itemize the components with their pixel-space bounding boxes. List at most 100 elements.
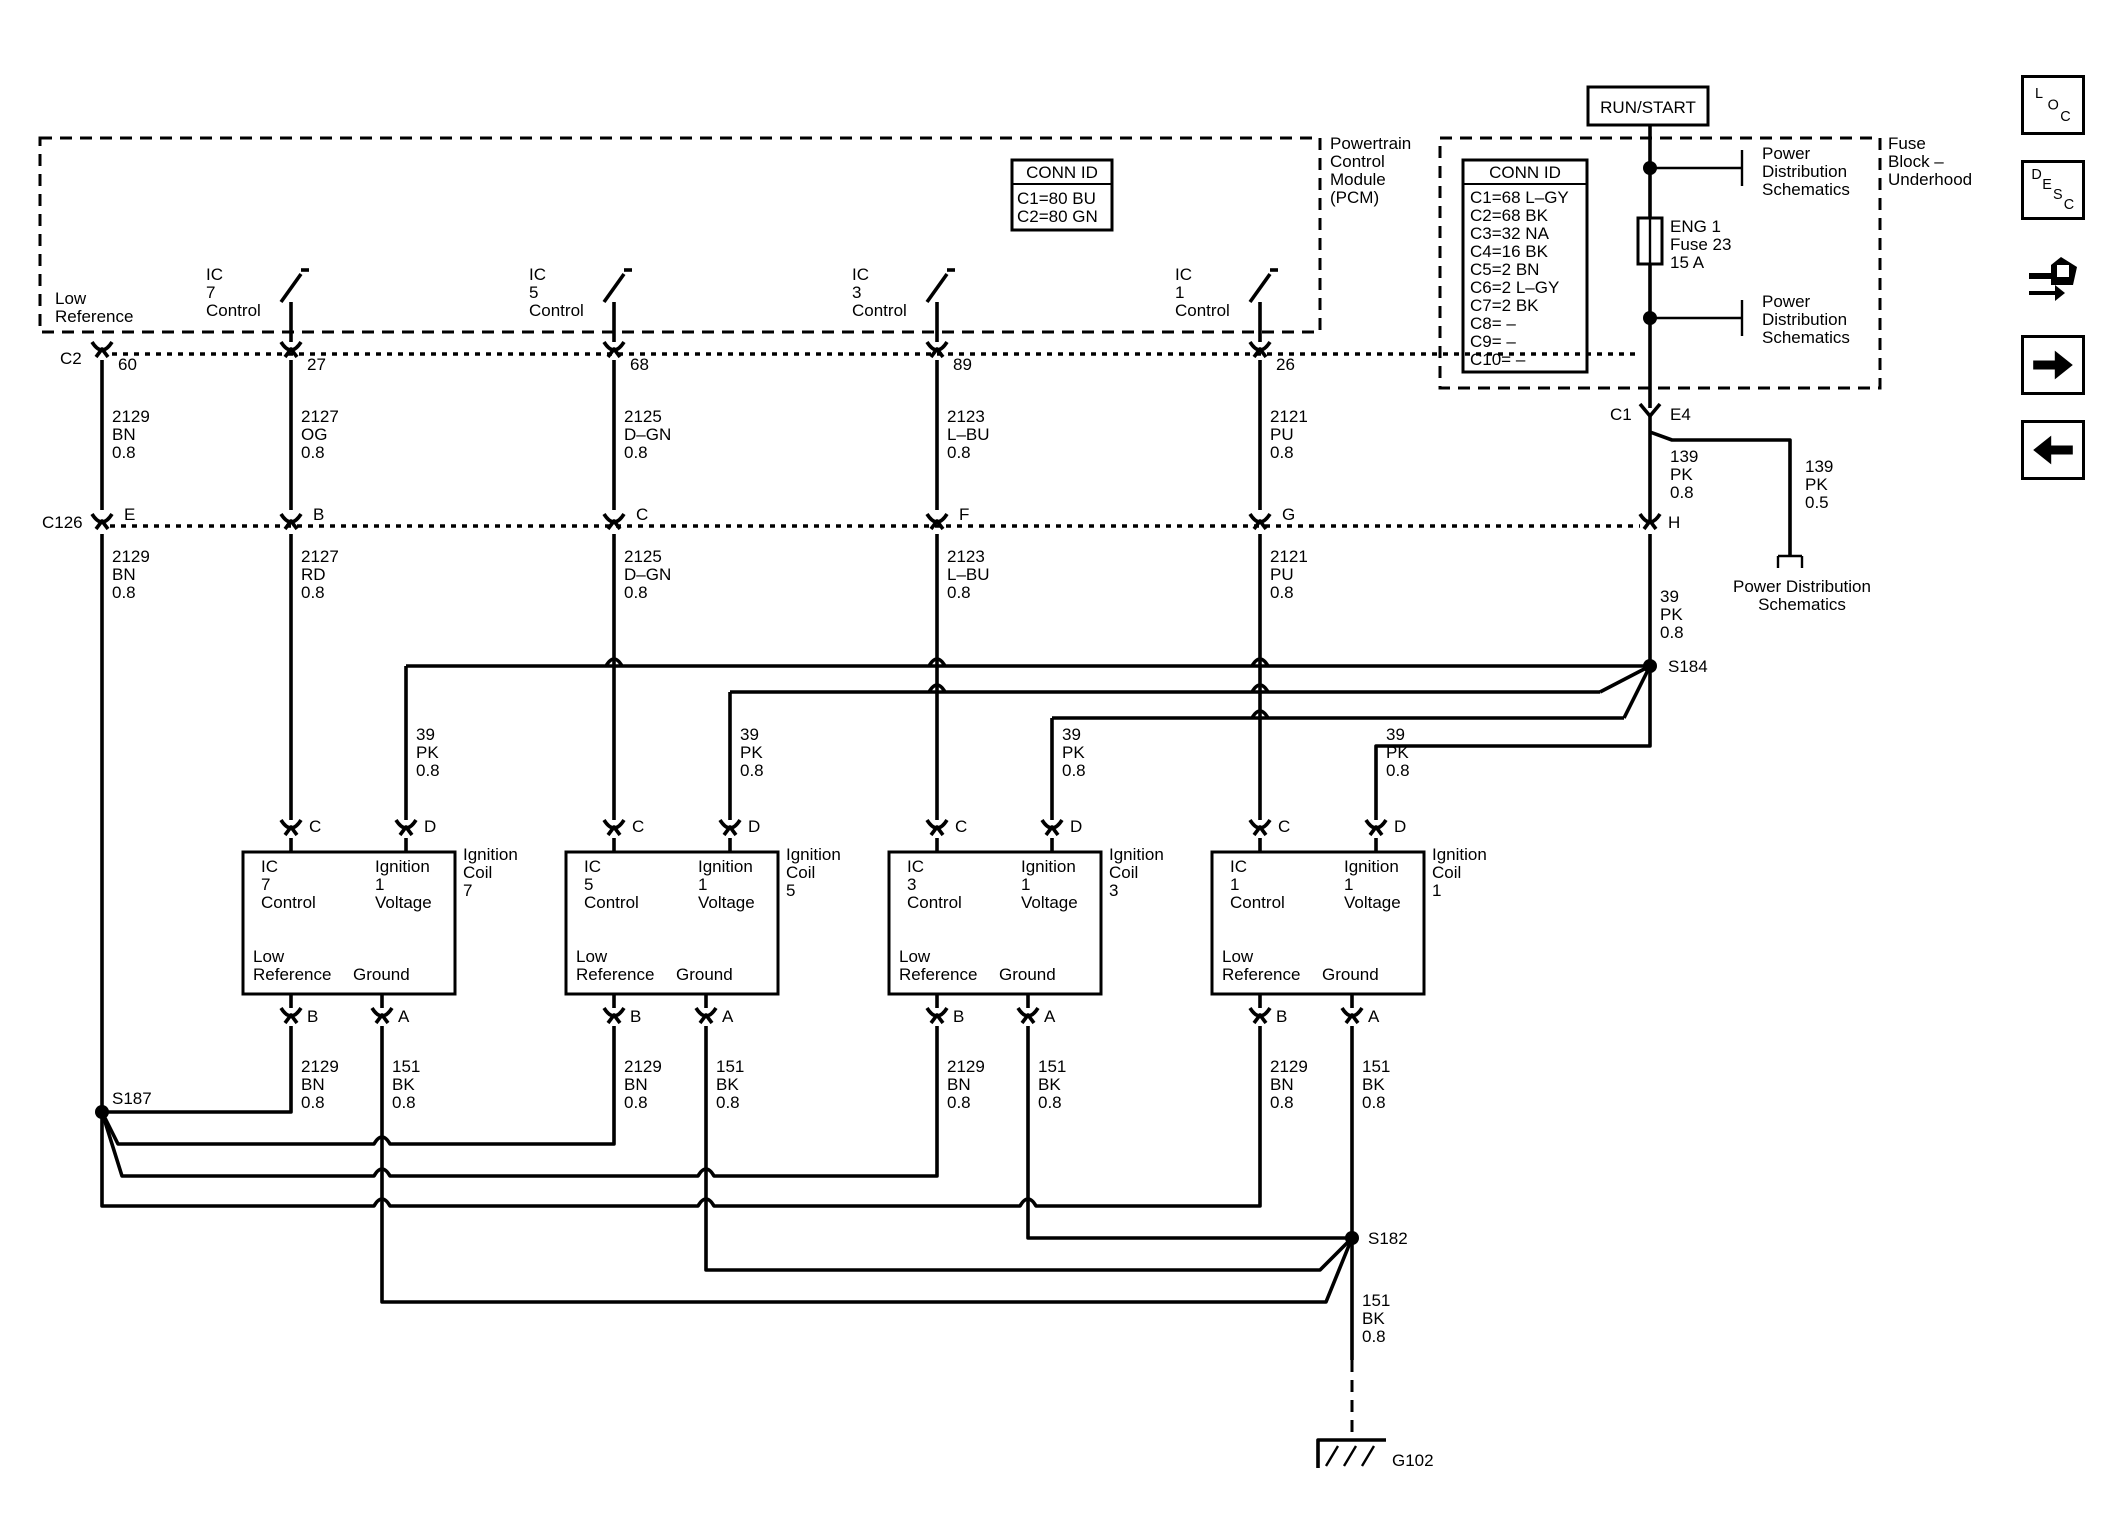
ignition-coil-0-pin-c-label: C <box>309 817 321 836</box>
ignition-coil-3-feed-label-2: 0.8 <box>1386 761 1410 780</box>
ignition-coil-2-ground-wire-label-1: BK <box>1038 1075 1061 1094</box>
ignition-coil-3-name-1: Coil <box>1432 863 1461 882</box>
ignition-coil-3-lowref-wire-label-0: 2129 <box>1270 1057 1308 1076</box>
ignition-coil-1-pin-a-pin <box>698 1013 714 1025</box>
pcm-output-0-label-1: Reference <box>55 307 133 326</box>
ignition-coil-2-pin-a-label: A <box>1044 1007 1056 1026</box>
ignition-coil-1-name-1: Coil <box>786 863 815 882</box>
fuse-conn-id-row-7: C8= – <box>1470 314 1516 333</box>
feed-39-label-0: 39 <box>1660 587 1679 606</box>
fuse-label-2: 15 A <box>1670 253 1705 272</box>
loc-letter-c: C <box>2060 109 2070 125</box>
fuse-conn-id-row-1: C2=68 BK <box>1470 206 1549 225</box>
connector-end-view-icon[interactable] <box>2021 245 2085 309</box>
next-page-button[interactable] <box>2021 335 2085 395</box>
fuse-conn-id-row-4: C5=2 BN <box>1470 260 1539 279</box>
lowref-coil1 <box>100 1026 1262 1208</box>
ignition-coil-1-pin-b-label: B <box>630 1007 641 1026</box>
pcm-output-2-upper-wire-label-2: 0.8 <box>624 443 648 462</box>
ignition-coil-2-feed-label-2: 0.8 <box>1062 761 1086 780</box>
pcm-conn-id-row-1: C2=80 GN <box>1017 207 1098 226</box>
ignition-coil-0-name-2: 7 <box>463 881 472 900</box>
ignition-coil-0-pin-d-pin <box>398 825 414 837</box>
ignition-coil-3-ground-label: Ground <box>1322 965 1379 984</box>
ignition-coil-0-pin-c-pin <box>283 825 299 837</box>
branch-139-label-2: 0.5 <box>1805 493 1829 512</box>
ignition-coil-2-box <box>887 850 1103 996</box>
ignition-coil-0-pin-d-label: D <box>424 817 436 836</box>
lowref-coil7 <box>102 1026 293 1114</box>
ignition-coil-0-lowref-wire-label-2: 0.8 <box>301 1093 325 1112</box>
pcm-output-0-c126-pin <box>94 519 110 531</box>
previous-page-button[interactable] <box>2021 420 2085 480</box>
branch-terminal <box>1776 554 1804 568</box>
ignition-coil-0-box <box>241 850 457 996</box>
lowref-coil5 <box>100 1026 616 1146</box>
pcm-output-2-label-2: Control <box>529 301 584 320</box>
pcm-output-1-upper-wire-label-0: 2127 <box>301 407 339 426</box>
ignition-coil-3-pin-c-label: C <box>1278 817 1290 836</box>
fuse-conn-id-row-2: C3=32 NA <box>1470 224 1550 243</box>
power-dist-label-1-2: Schematics <box>1762 180 1850 199</box>
ignition-coil-3-pin-b-pin <box>1252 1013 1268 1025</box>
ignition-coil-3-lowref-label-1: Reference <box>1222 965 1300 984</box>
ignition-coil-3-pin-a-label: A <box>1368 1007 1380 1026</box>
branch-139-label-1: PK <box>1805 475 1828 494</box>
pcm-output-4-upper-wire-label-1: PU <box>1270 425 1294 444</box>
pcm-output-2-label-1: 5 <box>529 283 538 302</box>
ignition-coil-0-lowref-wire-label-1: BN <box>301 1075 325 1094</box>
pcm-output-3-lower-wire-label-1: L–BU <box>947 565 990 584</box>
feed-bus-coil5-joint <box>1599 664 1651 694</box>
desc-letter-c: C <box>2064 197 2074 213</box>
loc-button[interactable]: L O C <box>2021 75 2085 135</box>
branch-dest-label-0: Power Distribution <box>1733 577 1871 596</box>
s187-label: S187 <box>112 1089 152 1108</box>
pcm-output-3-pin-label: 89 <box>953 355 972 374</box>
s182-label: S182 <box>1368 1229 1408 1248</box>
desc-button[interactable]: D E S C <box>2021 160 2085 220</box>
ignition-coil-0-pin-b-pin <box>283 1013 299 1025</box>
power-dist-label-2-2: Schematics <box>1762 328 1850 347</box>
ignition-coil-3-pin-c-pin <box>1252 825 1268 837</box>
pcm-output-1-lower-wire-label-0: 2127 <box>301 547 339 566</box>
ignition-coil-2-voltage-label-0: Ignition <box>1021 857 1076 876</box>
pcm-output-4-label-1: 1 <box>1175 283 1184 302</box>
pcm-title-1: Control <box>1330 152 1385 171</box>
ground-coil3 <box>1026 1026 1352 1240</box>
pcm-output-4-pin-label: 26 <box>1276 355 1295 374</box>
ignition-coil-3-ground-wire-label-2: 0.8 <box>1362 1093 1386 1112</box>
feed-bus-coil5 <box>730 683 1600 694</box>
ignition-coil-2-ic-label-1: 3 <box>907 875 916 894</box>
pcm-output-0-pin-label: 60 <box>118 355 137 374</box>
pcm-output-3-upper-wire-label-0: 2123 <box>947 407 985 426</box>
ignition-coil-1-lowref-wire-label-0: 2129 <box>624 1057 662 1076</box>
fuse-conn-id-row-5: C6=2 L–GY <box>1470 278 1559 297</box>
ignition-coil-2-ic-label-2: Control <box>907 893 962 912</box>
pcm-output-3-switch-blade <box>925 272 949 304</box>
pcm-title-2: Module <box>1330 170 1386 189</box>
ignition-coil-0-voltage-label-2: Voltage <box>375 893 432 912</box>
ignition-coil-0-name-1: Coil <box>463 863 492 882</box>
pcm-output-0-lower-wire-label-2: 0.8 <box>112 583 136 602</box>
ignition-coil-1-voltage-label-2: Voltage <box>698 893 755 912</box>
ignition-coil-1-ground-wire-label-1: BK <box>716 1075 739 1094</box>
ignition-coil-1-lowref-wire-label-2: 0.8 <box>624 1093 648 1112</box>
pcm-output-0-c2-pin <box>94 347 110 359</box>
ignition-coil-0-voltage-label-0: Ignition <box>375 857 430 876</box>
ground-symbol-top <box>1316 1438 1386 1468</box>
feed-139-label-0: 139 <box>1670 447 1698 466</box>
ignition-coil-3-box <box>1210 850 1426 996</box>
ground-wire-label-1: BK <box>1362 1309 1385 1328</box>
power-dist-label-1-1: Distribution <box>1762 162 1847 181</box>
ignition-coil-3-pin-b-label: B <box>1276 1007 1287 1026</box>
pcm-output-2-label-0: IC <box>529 265 546 284</box>
ignition-coil-0-pin-a-pin <box>374 1013 390 1025</box>
ignition-coil-2-voltage-label-2: Voltage <box>1021 893 1078 912</box>
pcm-output-1-label-2: Control <box>206 301 261 320</box>
ignition-coil-3-pin-d-label: D <box>1394 817 1406 836</box>
pcm-output-4-upper-wire-label-2: 0.8 <box>1270 443 1294 462</box>
ignition-coil-2-voltage-label-1: 1 <box>1021 875 1030 894</box>
ignition-coil-3-ground-wire-label-0: 151 <box>1362 1057 1390 1076</box>
pcm-output-4-upper-wire-label-0: 2121 <box>1270 407 1308 426</box>
branch-dest-label-1: Schematics <box>1758 595 1846 614</box>
